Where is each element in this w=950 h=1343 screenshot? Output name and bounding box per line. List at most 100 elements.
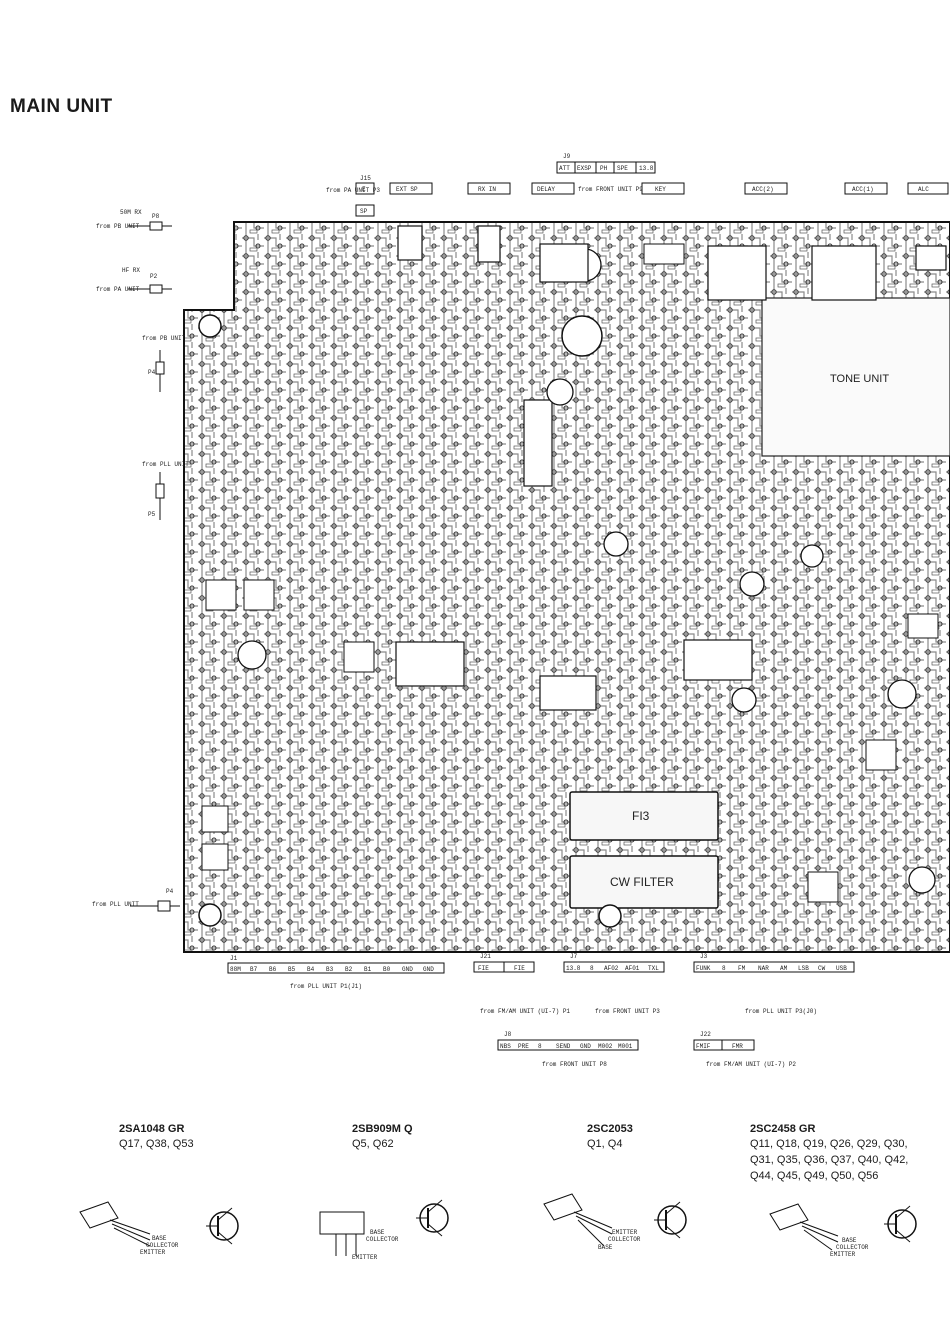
- label-connectors-bottom-j3-pins-3: NAR: [758, 965, 769, 972]
- label-connectors-top-j9-pins-0: ATT: [559, 165, 570, 172]
- label-connectors-bottom-j3-pins-2: FM: [738, 965, 746, 972]
- label-connectors-bottom-j1-pins-3: B5: [288, 966, 296, 973]
- j22-label: J22: [700, 1031, 711, 1038]
- transistor-4-name: 2SC2458 GR: [750, 1123, 816, 1135]
- key-label: KEY: [655, 186, 666, 193]
- delay-label: DELAY: [537, 186, 555, 193]
- label-transistors-1-pins-1: COLLECTOR: [366, 1236, 399, 1243]
- label-connectors-bottom-j3-pins-0: FUNK: [696, 965, 711, 972]
- label-connectors-bottom-j22-pins-1: FMR: [732, 1043, 743, 1050]
- j8-label: J8: [504, 1031, 512, 1038]
- label-side-labels-1-from: from PA UNIT: [96, 286, 140, 293]
- j15-connector: E SP: [355, 182, 375, 217]
- rx-in-label: RX IN: [478, 186, 496, 193]
- label-transistors-0-pins-1: COLLECTOR: [146, 1242, 179, 1249]
- label-connectors-bottom-j1-pins-5: B3: [326, 966, 334, 973]
- label-connectors-bottom-j21-pins-1: FIE: [514, 965, 525, 972]
- label-side-labels-0-from: from PB UNIT: [96, 223, 140, 230]
- fi3-label: FI3: [632, 809, 650, 823]
- label-connectors-bottom-j1-pins-0: 88M: [230, 966, 241, 973]
- label-connectors-top-j9-pins-4: 13.8: [639, 165, 654, 172]
- j3-label: J3: [700, 953, 708, 960]
- transistor-package-3: EMITTER COLLECTOR BASE: [543, 1193, 687, 1251]
- pcb-board-outline: [183, 221, 950, 953]
- label-transistors-3-pins-1: COLLECTOR: [836, 1244, 869, 1251]
- j21-connector: FIE FIE: [473, 961, 535, 973]
- side-plug-p5: from PLL UNIT P5: [142, 461, 189, 520]
- side-plug-p4-pll: from PLL UNIT P4: [92, 888, 180, 912]
- transistor-4-qs-2: Q31, Q35, Q36, Q37, Q40, Q42,: [750, 1154, 909, 1166]
- side-plug-p4: from PB UNIT P4: [142, 335, 186, 392]
- label-connectors-bottom-j3-pins-5: LSB: [798, 965, 809, 972]
- label-transistors-2-pins-0: EMITTER: [612, 1229, 638, 1236]
- label-transistors-1-pins-0: BASE: [370, 1229, 385, 1236]
- page-title: MAIN UNIT: [10, 96, 113, 117]
- j7-from: from FRONT UNIT P3: [595, 1008, 660, 1015]
- j3-from: from PLL UNIT P3(J0): [745, 1008, 817, 1015]
- acc1-label: ACC(1): [852, 186, 874, 193]
- j15-label: J15: [360, 175, 371, 182]
- cw-filter-label: CW FILTER: [610, 875, 674, 889]
- label-connectors-top-j9-pins-2: PH: [600, 165, 608, 172]
- transistor-package-4: BASE COLLECTOR EMITTER: [769, 1203, 917, 1258]
- side-plug-p2: HF RX P2 from PA UNIT: [96, 267, 172, 294]
- label-transistors-0-pins-2: EMITTER: [140, 1249, 166, 1256]
- label-connectors-bottom-j22-pins-0: FMIF: [696, 1043, 711, 1050]
- transistor-package-2: BASE COLLECTOR EMITTER: [319, 1199, 449, 1261]
- label-side-labels-3-text: from PLL UNIT: [142, 461, 189, 468]
- transistor-2-qs: Q5, Q62: [352, 1138, 394, 1150]
- label-side-labels-1-text: HF RX: [122, 267, 140, 274]
- label-transistors-1-pins-2: EMITTER: [352, 1254, 378, 1261]
- j21-label: J21: [480, 953, 491, 960]
- label-side-labels-2-text: from PB UNIT: [142, 335, 186, 342]
- label-side-labels-1-pin: P2: [150, 273, 158, 280]
- label-connectors-bottom-j8-pins-6: M001: [618, 1043, 633, 1050]
- label-side-labels-2-pin: P4: [148, 369, 156, 376]
- label-side-labels-4-text: from PLL UNIT: [92, 901, 139, 908]
- transistor-4-qs-3: Q44, Q45, Q49, Q50, Q56: [750, 1170, 879, 1182]
- label-connectors-bottom-j3-pins-6: CW: [818, 965, 826, 972]
- j22-connector: FMIF FMR: [693, 1039, 755, 1051]
- label-transistors-2-pins-1: COLLECTOR: [608, 1236, 641, 1243]
- j7-connector: 13.8 8 AF02 AF01 TXL: [563, 961, 665, 973]
- j3-connector: FUNK 8 FM NAR AM LSB CW USB: [693, 961, 855, 973]
- label-connectors-top-j15-pins-0: E: [362, 186, 366, 193]
- ext-sp-label: EXT SP: [396, 186, 418, 193]
- label-connectors-bottom-j7-pins-1: 8: [590, 965, 594, 972]
- j1-from: from PLL UNIT P1(J1): [290, 983, 362, 990]
- label-connectors-bottom-j8-pins-2: 8: [538, 1043, 542, 1050]
- side-plug-p8: 50M RX P8 from PB UNIT: [96, 209, 172, 231]
- label-connectors-bottom-j1-pins-4: B4: [307, 966, 315, 973]
- transistor-3-qs: Q1, Q4: [587, 1138, 623, 1150]
- label-transistors-3-pins-2: EMITTER: [830, 1251, 856, 1258]
- label-connectors-bottom-j3-pins-1: 8: [722, 965, 726, 972]
- from-pa-unit-p3: from PA UNIT P3: [326, 187, 380, 194]
- label-connectors-bottom-j7-pins-2: AF02: [604, 965, 619, 972]
- label-connectors-top-j15-pins-1: SP: [360, 208, 368, 215]
- label-connectors-top-j9-pins-1: EXSP: [577, 165, 592, 172]
- label-connectors-bottom-j7-pins-3: AF01: [625, 965, 640, 972]
- label-connectors-bottom-j8-pins-1: PRE: [518, 1043, 529, 1050]
- j8-connector: NBS PRE 8 SEND GND M002 M001: [497, 1039, 639, 1051]
- label-connectors-bottom-j8-pins-3: SEND: [556, 1043, 571, 1050]
- label-connectors-bottom-j1-pins-6: B2: [345, 966, 353, 973]
- label-connectors-bottom-j1-pins-9: GND: [402, 966, 413, 973]
- acc2-label: ACC(2): [752, 186, 774, 193]
- label-connectors-bottom-j8-pins-0: NBS: [500, 1043, 511, 1050]
- cw-filter: [569, 855, 719, 909]
- j8-from: from FRONT UNIT P8: [542, 1061, 607, 1068]
- label-connectors-bottom-j7-pins-0: 13.8: [566, 965, 581, 972]
- tone-unit-label: TONE UNIT: [830, 373, 889, 385]
- label-connectors-bottom-j21-pins-0: FIE: [478, 965, 489, 972]
- j1-connector: 88M B7 B6 B5 B4 B3 B2 B1 B0 GND GND: [227, 962, 445, 974]
- label-side-labels-0-pin: P8: [152, 213, 160, 220]
- label-side-labels-3-pin: P5: [148, 511, 156, 518]
- label-connectors-bottom-j8-pins-4: GND: [580, 1043, 591, 1050]
- from-front-unit-p9: from FRONT UNIT P9: [578, 186, 643, 193]
- j22-from: from FM/AM UNIT (UI-7) P2: [706, 1061, 796, 1068]
- label-side-labels-0-text: 50M RX: [120, 209, 142, 216]
- j9-label: J9: [563, 153, 571, 160]
- label-connectors-bottom-j8-pins-5: M002: [598, 1043, 613, 1050]
- transistor-2-name: 2SB909M Q: [352, 1123, 413, 1135]
